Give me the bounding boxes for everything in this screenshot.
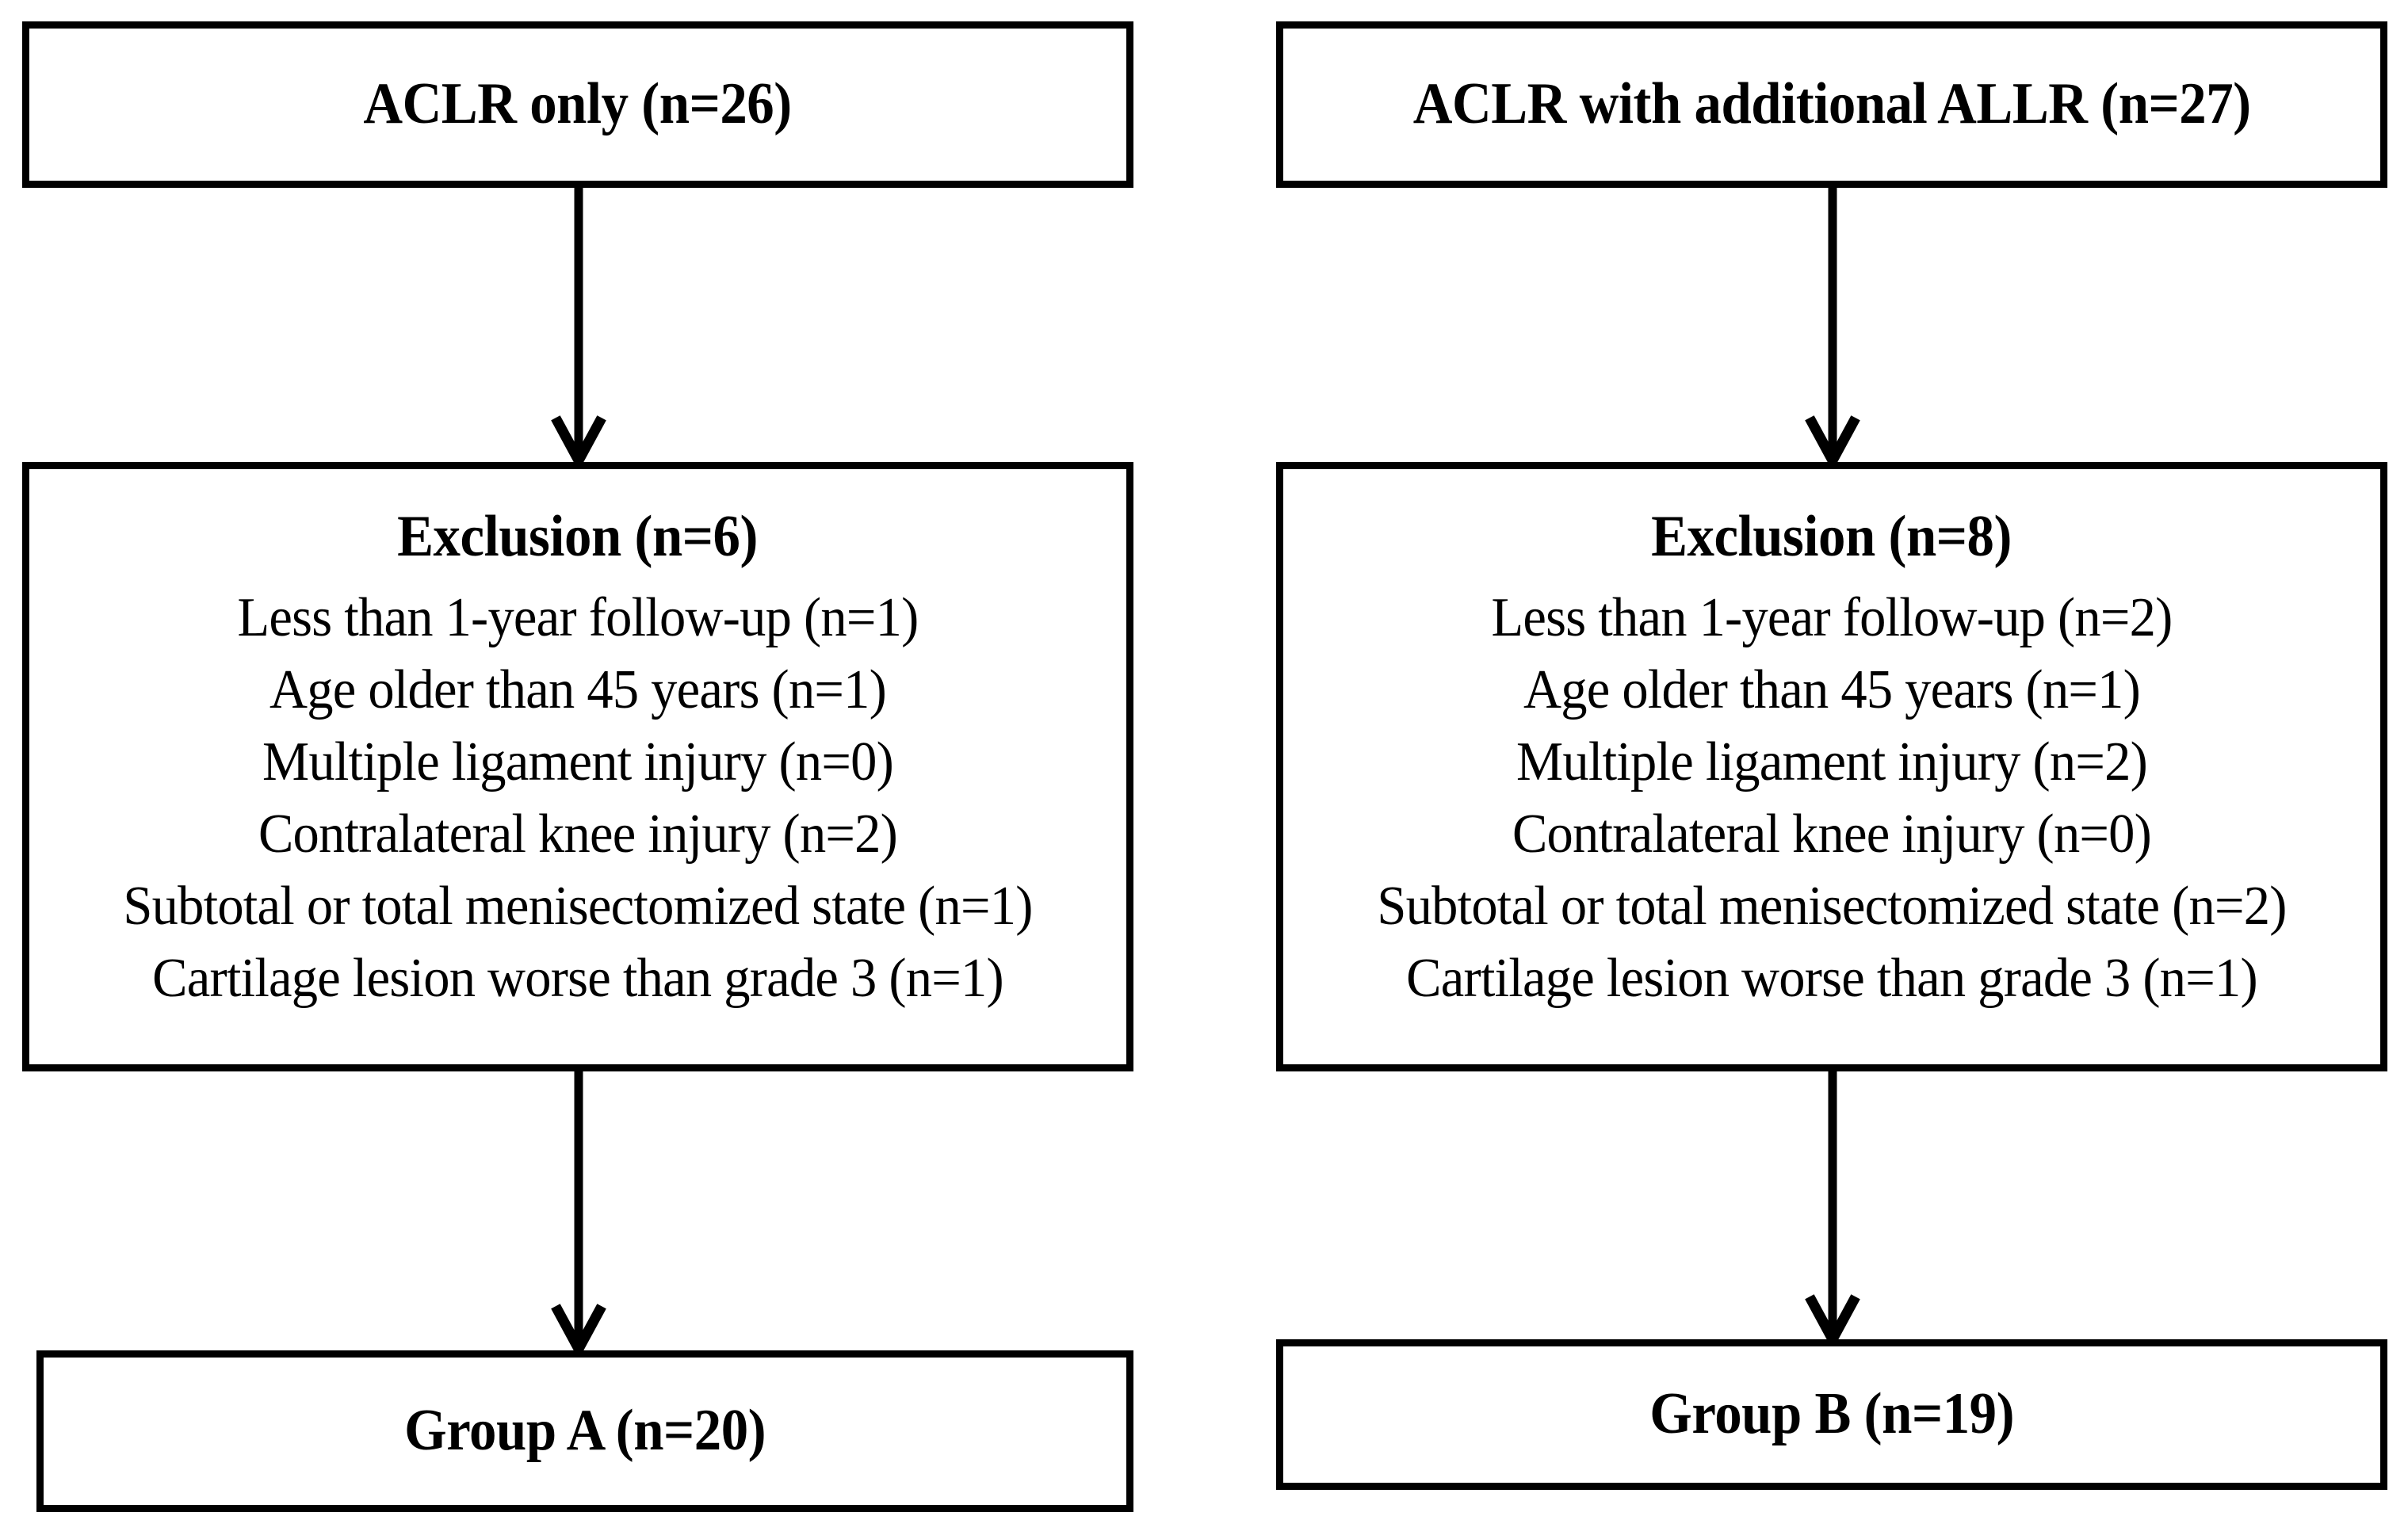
exclusion-reason-item: Cartilage lesion worse than grade 3 (n=1… xyxy=(152,948,1003,1009)
right-arrow-exclusion-to-result xyxy=(1805,1071,1860,1350)
exclusion-reason-item: Multiple ligament injury (n=0) xyxy=(262,731,894,792)
left-result-box: Group A (n=20) xyxy=(36,1350,1133,1512)
right-arrow-enrollment-to-exclusion xyxy=(1805,188,1860,472)
left-arrow-enrollment-to-exclusion xyxy=(551,188,606,472)
left-exclusion-box: Exclusion (n=6) Less than 1-year follow-… xyxy=(22,462,1133,1071)
exclusion-reason-item: Less than 1-year follow-up (n=2) xyxy=(1491,587,2173,648)
exclusion-reason-item: Contralateral knee injury (n=2) xyxy=(258,804,898,865)
left-enrollment-box: ACLR only (n=26) xyxy=(22,21,1133,188)
exclusion-reason-item: Subtotal or total menisectomized state (… xyxy=(123,876,1033,937)
right-result-label: Group B (n=19) xyxy=(1649,1381,2014,1447)
right-result-box: Group B (n=19) xyxy=(1276,1339,2387,1490)
exclusion-reason-item: Subtotal or total menisectomized state (… xyxy=(1377,876,2287,937)
right-enrollment-box: ACLR with additional ALLR (n=27) xyxy=(1276,21,2387,188)
right-exclusion-box: Exclusion (n=8) Less than 1-year follow-… xyxy=(1276,462,2387,1071)
left-result-label: Group A (n=20) xyxy=(404,1398,766,1464)
exclusion-reason-item: Contralateral knee injury (n=0) xyxy=(1512,804,2152,865)
left-enrollment-label: ACLR only (n=26) xyxy=(363,71,793,137)
exclusion-reason-item: Less than 1-year follow-up (n=1) xyxy=(237,587,919,648)
right-enrollment-label: ACLR with additional ALLR (n=27) xyxy=(1412,71,2251,137)
right-exclusion-heading: Exclusion (n=8) xyxy=(1651,504,2012,569)
exclusion-reason-item: Multiple ligament injury (n=2) xyxy=(1516,731,2148,792)
left-exclusion-reason-list: Less than 1-year follow-up (n=1) Age old… xyxy=(29,582,1126,1014)
left-exclusion-heading: Exclusion (n=6) xyxy=(397,504,759,569)
right-exclusion-reason-list: Less than 1-year follow-up (n=2) Age old… xyxy=(1283,582,2380,1014)
exclusion-reason-item: Cartilage lesion worse than grade 3 (n=1… xyxy=(1406,948,2257,1009)
left-arrow-exclusion-to-result xyxy=(551,1071,606,1360)
exclusion-reason-item: Age older than 45 years (n=1) xyxy=(269,659,887,720)
exclusion-reason-item: Age older than 45 years (n=1) xyxy=(1523,659,2141,720)
